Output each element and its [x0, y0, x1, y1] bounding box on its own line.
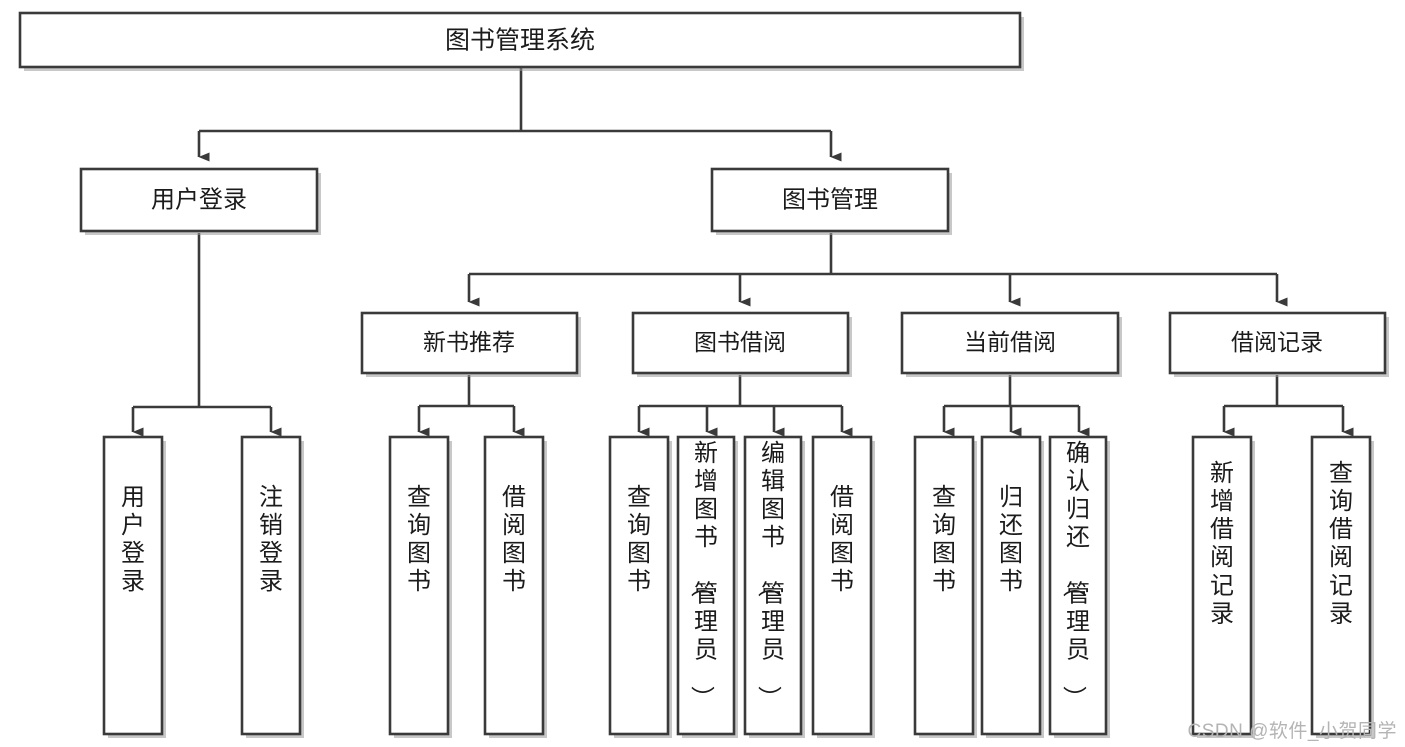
leaf-query-record-label: 查询借阅记录 [1329, 460, 1353, 627]
node-book-borrow-label: 图书借阅 [694, 329, 786, 355]
leaf-query-record[interactable]: 查询借阅记录 [1310, 435, 1374, 738]
leaf-logout-label: 注销登录 [259, 484, 283, 595]
leaf-confirm-return-label: 确认归还（管理员） [1060, 440, 1090, 710]
node-book-manage[interactable]: 图书管理 [710, 167, 952, 235]
leaf-query-book-1[interactable]: 查询图书 [388, 435, 452, 738]
node-user-login[interactable]: 用户登录 [79, 167, 321, 235]
leaf-return-book[interactable]: 归还图书 [980, 435, 1044, 738]
node-current-borrow-box [900, 311, 1120, 375]
node-new-book-rec-label: 新书推荐 [423, 329, 515, 355]
node-current-borrow[interactable]: 当前借阅 [900, 311, 1122, 377]
leaf-borrow-book-1-label: 借阅图书 [502, 484, 526, 595]
leaf-query-book-3[interactable]: 查询图书 [913, 435, 977, 738]
leaf-borrow-book-1-box [483, 435, 545, 736]
leaf-confirm-return[interactable]: 确认归还（管理员） [1048, 435, 1110, 738]
leaf-borrow-book-2-label: 借阅图书 [830, 484, 854, 595]
node-book-manage-box [710, 167, 950, 233]
leaf-query-book-3-label: 查询图书 [932, 484, 956, 595]
leaf-user-login-label: 用户登录 [121, 484, 145, 595]
leaf-return-book-label: 归还图书 [999, 484, 1023, 595]
node-user-login-box [79, 167, 319, 233]
leaf-add-record-label: 新增借阅记录 [1210, 460, 1234, 627]
node-book-manage-label: 图书管理 [782, 186, 878, 213]
leaf-add-book-label: 新增图书（管理员） [688, 440, 718, 710]
node-user-login-label: 用户登录 [151, 186, 247, 213]
node-borrow-record-label: 借阅记录 [1231, 329, 1323, 355]
leaf-query-book-1-box [388, 435, 450, 736]
node-new-book-rec-box [360, 311, 579, 375]
node-new-book-rec[interactable]: 新书推荐 [360, 311, 581, 377]
leaf-query-book-3-box [913, 435, 975, 736]
leaf-add-book-box [676, 435, 736, 736]
node-root[interactable]: 图书管理系统 [18, 11, 1024, 71]
connector-layer [131, 68, 1354, 437]
node-borrow-record-box [1168, 311, 1387, 375]
leaf-edit-book-box [743, 435, 803, 736]
leaf-add-record[interactable]: 新增借阅记录 [1191, 435, 1255, 738]
leaf-add-book[interactable]: 新增图书（管理员） [676, 435, 738, 738]
leaf-logout-box [240, 435, 302, 736]
leaf-query-book-1-label: 查询图书 [407, 484, 431, 595]
leaf-query-book-2-label: 查询图书 [627, 484, 651, 595]
leaf-logout[interactable]: 注销登录 [240, 435, 304, 738]
leaf-edit-book[interactable]: 编辑图书（管理员） [743, 435, 805, 738]
node-root-box [18, 11, 1022, 69]
leaf-user-login[interactable]: 用户登录 [102, 435, 166, 738]
leaf-query-book-2[interactable]: 查询图书 [608, 435, 672, 738]
leaf-borrow-book-2[interactable]: 借阅图书 [811, 435, 875, 738]
leaf-return-book-box [980, 435, 1042, 736]
leaf-borrow-book-1[interactable]: 借阅图书 [483, 435, 547, 738]
leaf-query-record-box [1310, 435, 1372, 736]
node-root-label: 图书管理系统 [445, 27, 595, 55]
leaf-confirm-return-box [1048, 435, 1108, 736]
leaf-user-login-box [102, 435, 164, 736]
leaf-edit-book-label: 编辑图书（管理员） [755, 440, 785, 710]
leaf-borrow-book-2-box [811, 435, 873, 736]
leaf-add-record-box [1191, 435, 1253, 736]
leaf-query-book-2-box [608, 435, 670, 736]
node-current-borrow-label: 当前借阅 [964, 329, 1056, 355]
node-book-borrow-box [631, 311, 850, 375]
node-borrow-record[interactable]: 借阅记录 [1168, 311, 1389, 377]
node-book-borrow[interactable]: 图书借阅 [631, 311, 852, 377]
